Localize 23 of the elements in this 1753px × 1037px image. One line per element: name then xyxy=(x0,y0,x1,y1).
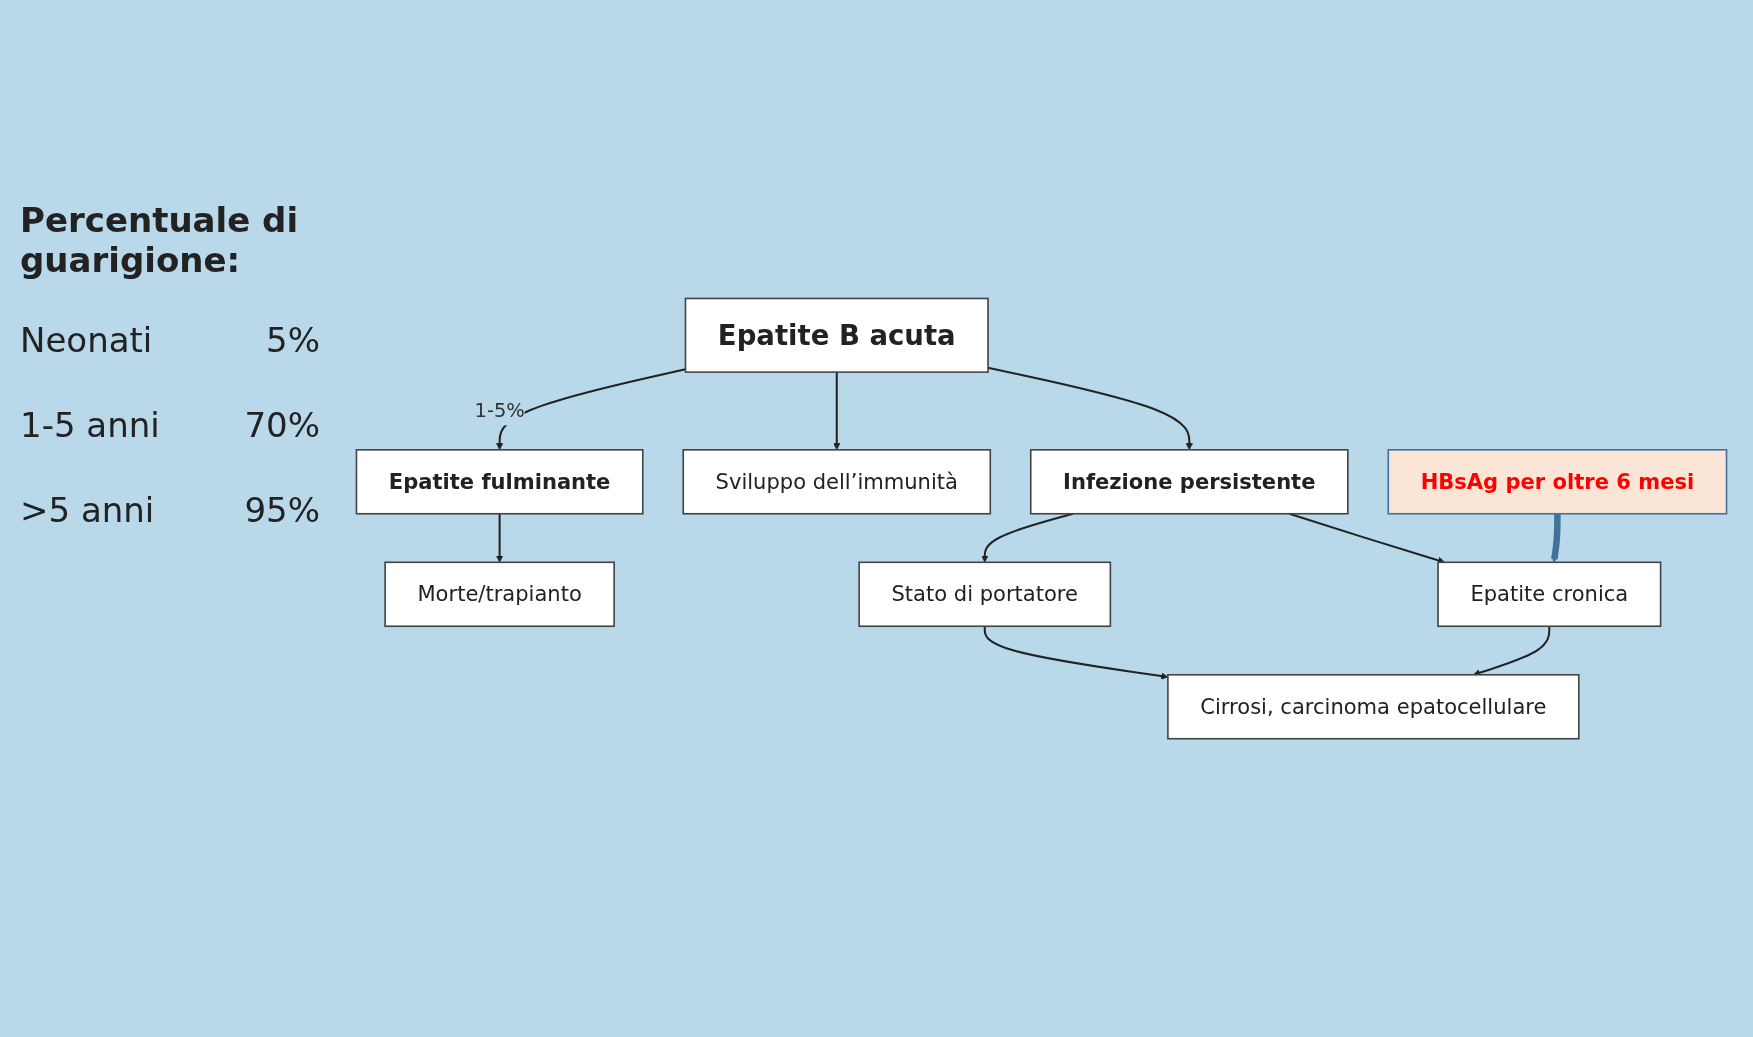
arrow xyxy=(833,372,841,451)
node-box: Morte/trapianto xyxy=(384,561,615,627)
node-box: Epatite fulminante xyxy=(355,448,644,515)
percentage-text: 70% xyxy=(243,405,320,445)
arrow xyxy=(1289,512,1446,564)
node-box: Epatite B acuta xyxy=(684,297,989,373)
node-box: Infezione persistente xyxy=(1029,448,1349,515)
percentage-text: 5% xyxy=(265,320,320,360)
age-group-text: Neonati xyxy=(20,320,154,360)
table-heading: Percentuale di guarigione: xyxy=(20,200,300,280)
node-box: Stato di portatore xyxy=(858,561,1112,627)
percentage-text: 95% xyxy=(243,490,320,530)
arrow xyxy=(987,366,1193,451)
age-group-text: 1-5 anni xyxy=(20,405,161,445)
node-box: Sviluppo dell’immunità xyxy=(682,448,992,515)
arrow xyxy=(496,368,686,451)
edge-label: 1-5% xyxy=(474,399,525,423)
age-group-text: >5 anni xyxy=(20,490,156,530)
arrow xyxy=(496,513,504,563)
arrow xyxy=(1551,513,1561,563)
node-box: Epatite cronica xyxy=(1437,561,1662,627)
node-box: Cirrosi, carcinoma epatocellulare xyxy=(1167,673,1580,740)
node-box: HBsAg per oltre 6 mesi xyxy=(1387,448,1728,515)
